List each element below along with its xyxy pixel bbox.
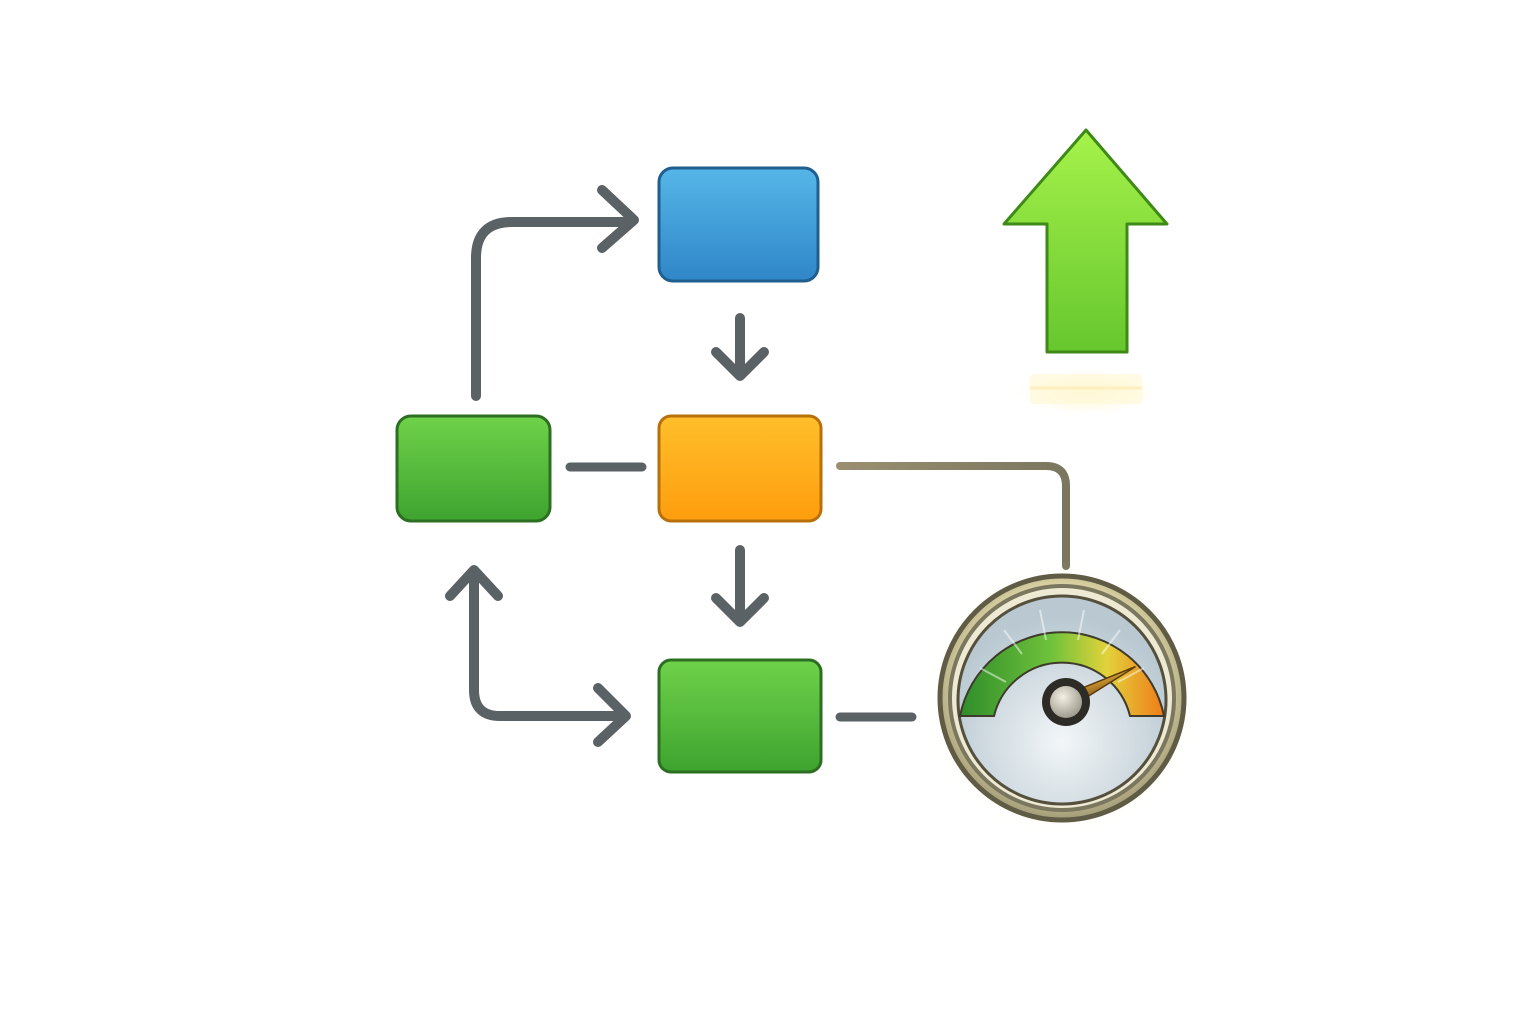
node-bottom [657,658,823,774]
connector-center-to-gauge [836,462,1070,570]
connector-top-to-center [711,313,769,381]
node-left [395,414,552,523]
node-center [657,414,823,523]
node-top [657,166,820,283]
up-arrow-icon [1002,128,1169,414]
connector-left-to-top [471,185,639,401]
speedometer-icon [924,560,1200,836]
connector-bottom-left-loop [445,565,631,747]
connector-center-to-bottom [711,545,769,627]
